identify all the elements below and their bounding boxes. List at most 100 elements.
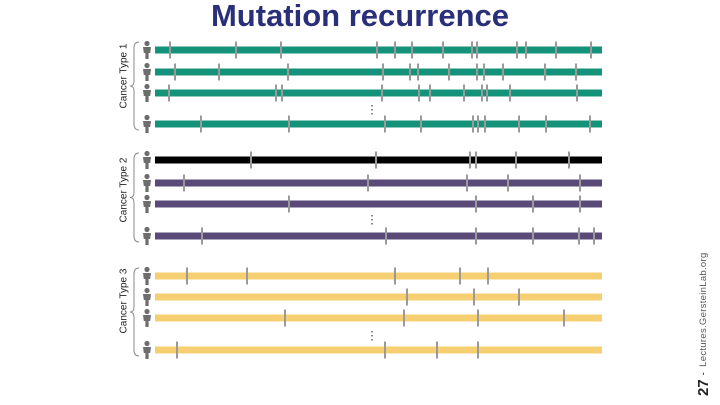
ellipsis-marker: ⋮ xyxy=(366,103,378,117)
person-body xyxy=(143,47,151,59)
patient-row xyxy=(143,226,602,245)
cancer-group: Cancer Type 2 ⋮ xyxy=(119,150,602,245)
mutation-tick xyxy=(518,115,520,133)
person-head xyxy=(144,266,150,273)
mutation-tick xyxy=(568,151,570,169)
mutation-tick xyxy=(459,267,461,285)
mutation-tick xyxy=(532,195,534,213)
person-icon xyxy=(143,226,151,245)
person-head xyxy=(144,40,150,47)
cancer-group: Cancer Type 1 ⋮ xyxy=(119,40,602,133)
mutation-tick xyxy=(186,267,188,285)
person-head xyxy=(144,287,150,294)
mutation-tick xyxy=(169,41,171,59)
mutation-tick xyxy=(545,115,547,133)
patient-row xyxy=(143,62,602,81)
mutation-tick xyxy=(168,84,170,102)
mutation-tick xyxy=(420,115,422,133)
mutation-tick xyxy=(394,267,396,285)
mutation-tick xyxy=(509,84,511,102)
mutation-tick xyxy=(174,63,176,81)
mutation-tick xyxy=(375,151,377,169)
cancer-group: Cancer Type 3⋮ xyxy=(119,266,602,359)
patient-row xyxy=(143,173,602,192)
patient-row xyxy=(143,266,602,285)
mutation-tick xyxy=(218,63,220,81)
group-label: Cancer Type 2 xyxy=(119,157,130,222)
mutation-tick xyxy=(486,84,488,102)
genome-bar xyxy=(155,272,602,280)
ellipsis-marker: ⋮ xyxy=(366,329,378,343)
person-head xyxy=(144,62,150,69)
person-head xyxy=(144,83,150,90)
mutation-tick xyxy=(475,227,477,245)
mutation-tick xyxy=(466,174,468,192)
mutation-tick xyxy=(579,195,581,213)
group-label: Cancer Type 1 xyxy=(119,43,130,108)
patient-row xyxy=(143,150,602,169)
person-body xyxy=(143,347,151,359)
mutation-tick xyxy=(250,151,252,169)
person-head xyxy=(144,114,150,121)
person-body xyxy=(143,233,151,245)
person-head xyxy=(144,150,150,157)
mutation-tick xyxy=(384,115,386,133)
person-icon xyxy=(143,83,151,102)
mutation-tick xyxy=(487,267,489,285)
genome-bar xyxy=(155,156,602,164)
mutation-tick xyxy=(471,41,473,59)
credit-text: Lectures.GersteinLab.org xyxy=(697,252,709,367)
patient-row xyxy=(143,287,602,306)
mutation-tick xyxy=(544,63,546,81)
mutation-tick xyxy=(406,288,408,306)
page-number: 27 xyxy=(694,379,712,396)
mutation-tick xyxy=(532,227,534,245)
person-body xyxy=(143,294,151,306)
mutation-tick xyxy=(516,41,518,59)
slide-title: Mutation recurrence xyxy=(210,0,509,33)
mutation-tick xyxy=(280,41,282,59)
mutation-tick xyxy=(477,341,479,359)
mutation-tick xyxy=(589,115,591,133)
genome-bar xyxy=(155,293,602,301)
mutation-tick xyxy=(518,288,520,306)
mutation-tick xyxy=(429,84,431,102)
mutation-tick xyxy=(448,63,450,81)
person-icon xyxy=(143,287,151,306)
mutation-tick xyxy=(381,84,383,102)
genome-bar xyxy=(155,346,602,354)
patient-row xyxy=(143,308,602,327)
person-icon xyxy=(143,266,151,285)
group-bracket xyxy=(129,41,140,131)
mutation-tick xyxy=(507,174,509,192)
genome-bar xyxy=(155,89,602,97)
person-body xyxy=(143,201,151,213)
mutation-tick xyxy=(288,115,290,133)
mutation-tick xyxy=(385,227,387,245)
mutation-tick xyxy=(475,195,477,213)
mutation-tick xyxy=(579,174,581,192)
mutation-tick xyxy=(367,174,369,192)
patient-row xyxy=(143,114,602,133)
patient-row xyxy=(143,40,602,59)
person-body xyxy=(143,90,151,102)
person-body xyxy=(143,315,151,327)
mutation-tick xyxy=(593,227,595,245)
person-icon xyxy=(143,114,151,133)
mutation-tick xyxy=(502,63,504,81)
person-head xyxy=(144,194,150,201)
mutation-tick xyxy=(463,84,465,102)
mutation-tick xyxy=(473,288,475,306)
group-bracket xyxy=(129,267,140,357)
patient-row xyxy=(143,194,602,213)
mutation-tick xyxy=(578,227,580,245)
person-head xyxy=(144,340,150,347)
ellipsis-marker: ⋮ xyxy=(366,213,378,227)
mutation-tick xyxy=(235,41,237,59)
mutation-tick xyxy=(176,341,178,359)
mutation-tick xyxy=(287,63,289,81)
mutation-tick xyxy=(183,174,185,192)
mutation-tick xyxy=(417,63,419,81)
patient-row xyxy=(143,83,602,102)
